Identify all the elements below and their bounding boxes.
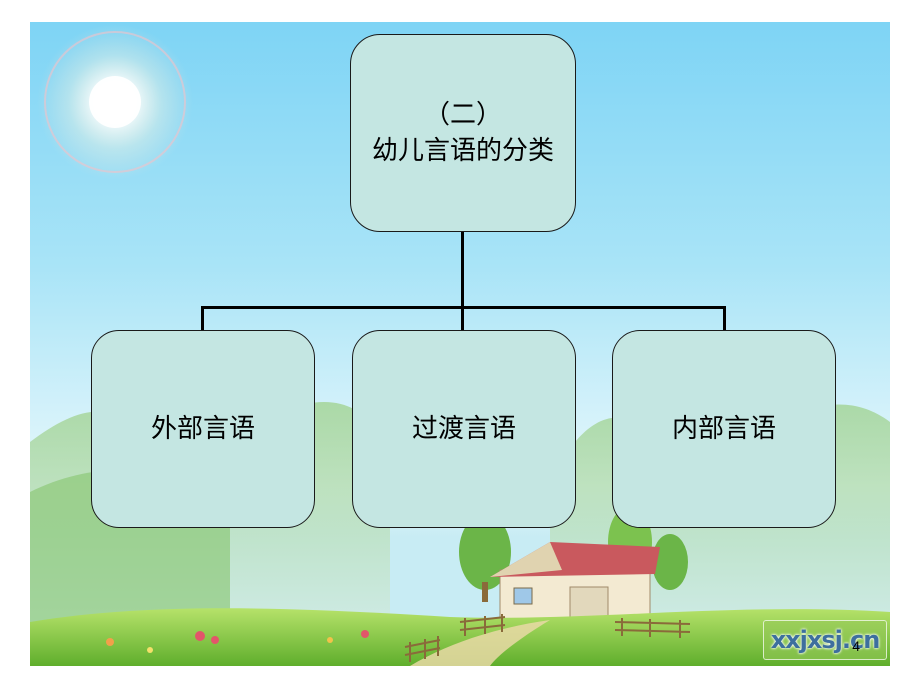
watermark-logo: xxjxsj.cn [763,620,887,660]
fence-illustration [404,614,691,662]
page-number: 4 [852,638,860,654]
connector-root-stem [461,232,464,308]
child-node-transitional-speech: 过渡言语 [352,330,576,528]
child-node-label: 内部言语 [671,414,776,444]
root-node: （二） 幼儿言语的分类 [350,34,576,232]
watermark-text: xxjxsj.cn [770,626,881,654]
grass-illustration [30,608,890,666]
connector-child-right [723,306,726,330]
child-node-label: 外部言语 [150,414,255,444]
child-node-external-speech: 外部言语 [91,330,315,528]
child-node-internal-speech: 内部言语 [612,330,836,528]
house-illustration [490,542,660,621]
connector-child-left [201,306,204,330]
child-node-label: 过渡言语 [411,414,516,444]
slide: （二） 幼儿言语的分类 外部言语 过渡言语 内部言语 xxjxsj.cn 4 [30,22,890,666]
connector-child-center [461,306,464,330]
sun-icon [37,24,193,180]
root-node-line1: （二） [423,100,502,130]
root-node-line2: 幼儿言语的分类 [371,136,554,166]
